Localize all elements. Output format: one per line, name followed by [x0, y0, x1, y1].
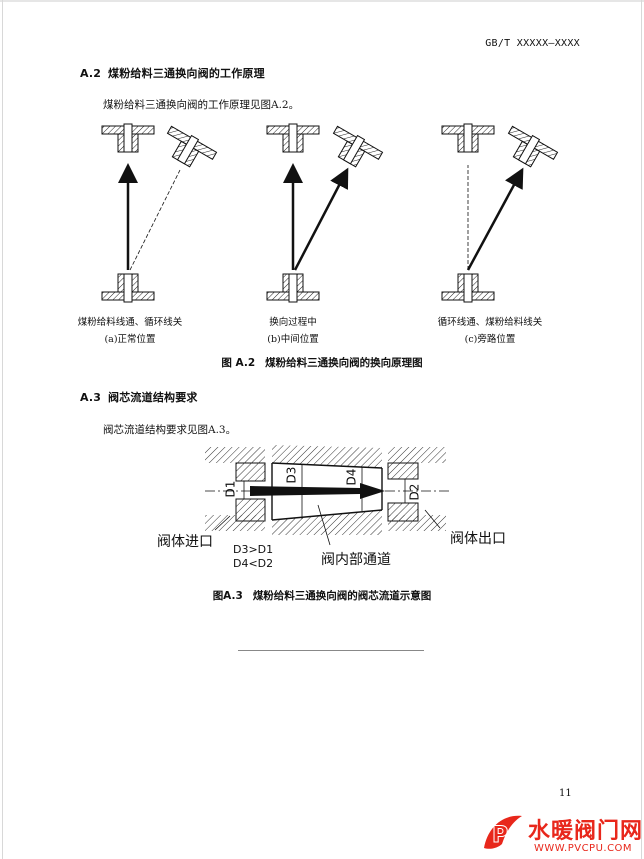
figure-a2-caption-number: 图 A.2	[221, 357, 256, 369]
figure-a3-caption-number: 图A.3	[212, 590, 243, 602]
section-a2-body: 煤粉给料三通换向阀的工作原理见图A.2。	[103, 99, 300, 111]
section-a2-title: 煤粉给料三通换向阀的工作原理	[108, 67, 265, 80]
section-a2-heading: A.2 煤粉给料三通换向阀的工作原理	[80, 65, 265, 81]
dim-d4: D4	[344, 468, 359, 486]
figure-a2-caption: 图 A.2 煤粉给料三通换向阀的换向原理图	[0, 355, 644, 370]
dim-d1: D1	[223, 480, 238, 498]
label-inlet: 阀体进口	[157, 534, 213, 550]
panel-c-valve	[441, 123, 559, 303]
figure-a2-caption-text: 煤粉给料三通换向阀的换向原理图	[265, 357, 423, 369]
condition-d3-d1: D3>D1	[233, 543, 274, 556]
section-a3-body: 阀芯流道结构要求见图A.3。	[103, 424, 237, 436]
section-a3-title: 阀芯流道结构要求	[108, 391, 198, 404]
watermark-brand: 水暖阀门网	[528, 819, 644, 844]
watermark-url: WWW.PVCPU.COM	[534, 843, 633, 854]
page-border-top	[0, 0, 644, 2]
watermark-logo-icon: P	[484, 815, 522, 849]
dim-d2: D2	[407, 483, 422, 501]
page-border-left	[2, 0, 3, 859]
page-border-right	[641, 0, 642, 859]
end-rule	[238, 650, 424, 651]
section-a2-number: A.2	[80, 67, 102, 80]
section-a3-number: A.3	[80, 391, 102, 404]
label-outlet: 阀体出口	[450, 531, 506, 547]
panel-c-label: (c)旁路位置	[464, 334, 516, 345]
section-a3-heading: A.3 阀芯流道结构要求	[80, 389, 198, 405]
panel-b-state: 换向过程中	[269, 317, 317, 328]
condition-d4-d2: D4<D2	[233, 557, 274, 570]
dim-d3: D3	[284, 466, 299, 484]
panel-a-state: 煤粉给料线通、循环线关	[77, 317, 183, 328]
panel-b-label: (b)中间位置	[267, 334, 319, 345]
page-number: 11	[559, 788, 572, 799]
watermark-logo-letter: P	[492, 823, 508, 848]
standard-code: GB/T XXXXX—XXXX	[485, 38, 580, 49]
figure-a3-caption: 图A.3 煤粉给料三通换向阀的阀芯流道示意图	[0, 588, 644, 603]
figure-a3-caption-text: 煤粉给料三通换向阀的阀芯流道示意图	[252, 590, 432, 602]
panel-a-label: (a)正常位置	[104, 334, 156, 345]
panel-c-state: 循环线通、煤粉给料线关	[437, 317, 543, 328]
panel-b-valve	[266, 123, 384, 303]
label-channel: 阀内部通道	[321, 552, 391, 568]
panel-a-valve	[101, 123, 218, 303]
